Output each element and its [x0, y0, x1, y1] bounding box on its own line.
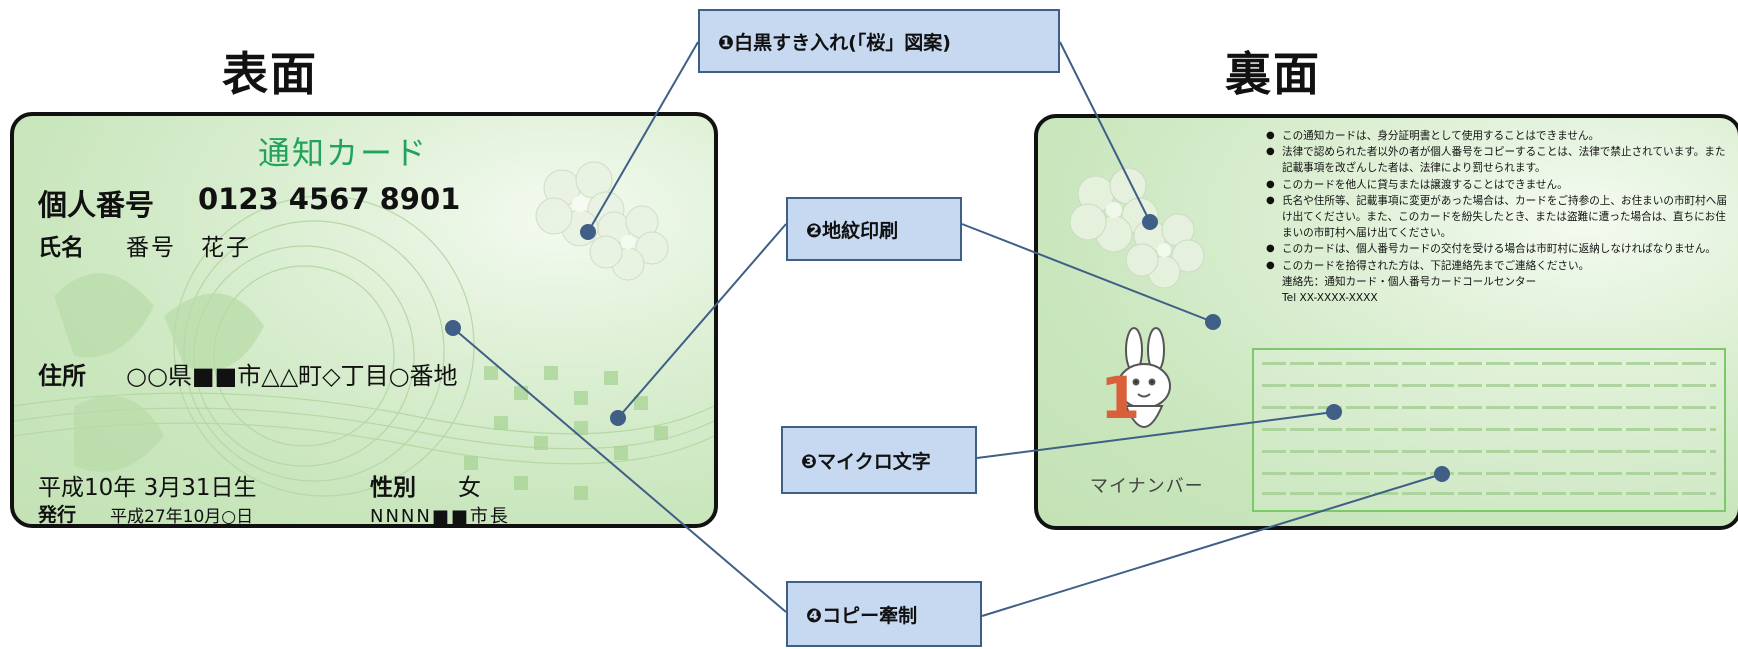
- contact-line: 連絡先：通知カード・個人番号カードコールセンター: [1282, 275, 1537, 288]
- micro-text-line: [1262, 428, 1716, 431]
- front-card-background: [14, 161, 714, 500]
- back-side-title: 裏面: [1225, 47, 1321, 101]
- back-card: 1 この通知カードは、身分証明書として使用することはできません。 法律で認められ…: [1034, 114, 1738, 530]
- back-notes: この通知カードは、身分証明書として使用することはできません。 法律で認められた者…: [1266, 128, 1732, 306]
- personal-number-label: 個人番号: [38, 188, 155, 222]
- issue-label: 発行: [38, 504, 77, 526]
- callout-watermark: ❶白黒すき入れ(「桜」図案): [698, 9, 1060, 73]
- back-note: 法律で認められた者以外の者が個人番号をコピーすることは、法律で禁止されています。…: [1266, 144, 1732, 176]
- copy-check-squares: [464, 366, 668, 500]
- micro-text-box: [1252, 348, 1726, 512]
- name-value: 番号 花子: [126, 235, 251, 261]
- front-side-title: 表面: [222, 47, 318, 101]
- issuer: NNNN■■市長: [370, 506, 510, 527]
- issue-date: 平成27年10月○日: [110, 507, 254, 527]
- micro-text-line: [1262, 472, 1716, 475]
- callout-ground-pattern: ❷地紋印刷: [786, 197, 962, 261]
- sex-value: 女: [458, 475, 481, 501]
- address-value: ○○県■■市△△町◇丁目○番地: [126, 362, 458, 390]
- notification-card-title: 通知カード: [258, 134, 429, 172]
- name-label: 氏名: [38, 235, 84, 261]
- back-note: このカードを他人に貸与または譲渡することはできません。: [1266, 177, 1732, 193]
- mascot-number-one: 1: [1100, 364, 1140, 432]
- sakura-watermark: [535, 161, 669, 281]
- mascot-label: マイナンバー: [1090, 476, 1204, 497]
- micro-text-line: [1262, 384, 1716, 387]
- micro-text-line: [1262, 450, 1716, 453]
- back-note: このカードを拾得された方は、下記連絡先までご連絡ください。: [1266, 258, 1732, 274]
- micro-text-line: [1262, 362, 1716, 365]
- front-card: 通知カード 個人番号 0123 4567 8901 氏名 番号 花子 住所 ○○…: [10, 112, 718, 528]
- back-note: このカードは、個人番号カードの交付を受ける場合は市町村に返納しなければなりません…: [1266, 241, 1732, 257]
- back-note: 氏名や住所等、記載事項に変更があった場合は、カードをご持参の上、お住まいの市町村…: [1266, 193, 1732, 242]
- leaf-shapes: [54, 273, 264, 472]
- micro-text-line: [1262, 492, 1716, 495]
- telephone-line: Tel XX-XXXX-XXXX: [1282, 292, 1378, 305]
- sakura-watermark-back: [1069, 167, 1205, 289]
- micro-text-line: [1262, 406, 1716, 409]
- birth-date: 平成10年 3月31日生: [38, 475, 257, 501]
- sex-label: 性別: [370, 475, 416, 501]
- address-label: 住所: [38, 362, 86, 390]
- back-note: この通知カードは、身分証明書として使用することはできません。: [1266, 128, 1732, 144]
- callout-micro-text: ❸マイクロ文字: [781, 426, 977, 494]
- callout-copy-deterrent: ❹コピー牽制: [786, 581, 982, 647]
- personal-number-value: 0123 4567 8901: [198, 182, 461, 216]
